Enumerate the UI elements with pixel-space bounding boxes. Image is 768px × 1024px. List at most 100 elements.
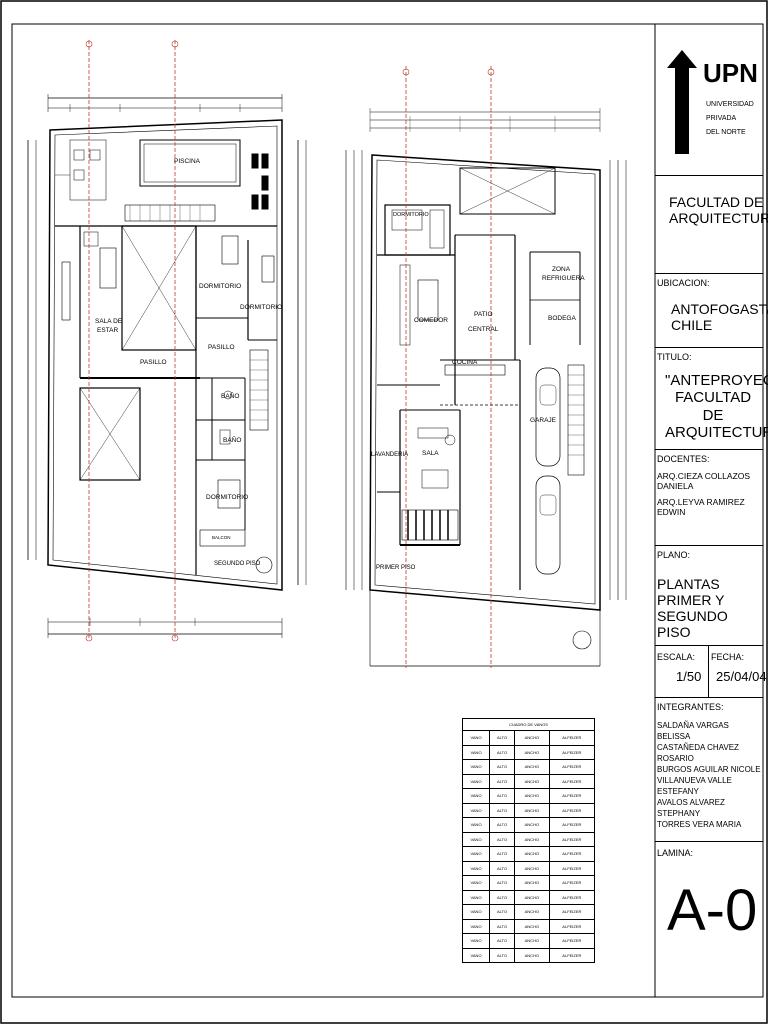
- room-label: BODEGA: [548, 315, 576, 322]
- schedule-cell: ALFEIZER: [548, 817, 596, 833]
- schedule-cell: ALTO: [489, 918, 515, 934]
- schedule-cell: ALTO: [489, 773, 515, 789]
- room-label: COCINA: [452, 359, 478, 366]
- room-label: LAVANDERIA: [371, 452, 408, 458]
- schedule-cell: ANCHO: [513, 947, 550, 963]
- schedule-cell: VANO: [461, 875, 491, 891]
- schedule-header-cell: VANO: [461, 730, 491, 746]
- integrante-name: AVALOS ALVAREZ STEPHANY: [657, 798, 725, 818]
- schedule-cell: VANO: [461, 860, 491, 876]
- plano-line: SEGUNDO PISO: [657, 608, 728, 641]
- room-label: SALA DE: [95, 318, 123, 325]
- schedule-cell: ALFEIZER: [548, 918, 596, 934]
- schedule-cell: ALTO: [489, 933, 515, 949]
- schedule-cell: ALTO: [489, 860, 515, 876]
- integrante-name: VILLANUEVA VALLE ESTEFANY: [657, 776, 732, 796]
- room-label: REFRIGUERA: [542, 275, 585, 282]
- schedule-cell: ANCHO: [513, 759, 550, 775]
- schedule-cell: VANO: [461, 904, 491, 920]
- integrante-name: TORRES VERA MARIA: [657, 820, 742, 829]
- schedule-cell: VANO: [461, 773, 491, 789]
- titulo-line: ARQUITECTURA": [665, 423, 768, 441]
- escala-label: ESCALA:: [657, 652, 696, 662]
- room-label: PASILLO: [140, 359, 167, 366]
- docente-name: ARQ.CIEZA COLLAZOS DANIELA: [657, 471, 751, 491]
- inner-border: [11, 23, 764, 998]
- schedule-cell: ALFEIZER: [548, 831, 596, 847]
- room-label: BAÑO: [223, 435, 241, 444]
- schedule-cell: ALTO: [489, 759, 515, 775]
- integrante-name: CASTAÑEDA CHAVEZ ROSARIO: [657, 743, 739, 763]
- title-block-plano: PLANO: PLANTAS PRIMER Y SEGUNDO PISO: [655, 546, 763, 646]
- schedule-cell: VANO: [461, 831, 491, 847]
- schedule-cell: ALTO: [489, 817, 515, 833]
- schedule-cell: ANCHO: [513, 875, 550, 891]
- title-block-integrantes: INTEGRANTES: SALDAÑA VARGAS BELISSA CAST…: [655, 698, 763, 842]
- second-floor-plan: [27, 40, 307, 642]
- room-label: DORMITORIO: [206, 494, 248, 501]
- schedule-cell: ANCHO: [513, 918, 550, 934]
- schedule-cell: ALFEIZER: [548, 802, 596, 818]
- plan-title: SEGUNDO PISO: [214, 561, 261, 567]
- titulo-line: "ANTEPROYECTO: [665, 372, 768, 389]
- schedule-cell: ALTO: [489, 875, 515, 891]
- fecha-label: FECHA:: [711, 652, 745, 662]
- room-label: CENTRAL: [468, 326, 499, 333]
- docentes-label: DOCENTES:: [657, 454, 710, 464]
- room-label: DORMITORIO: [393, 212, 429, 218]
- schedule-cell: ANCHO: [513, 788, 550, 804]
- schedule-header-cell: ALFEIZER: [548, 730, 596, 746]
- title-block-ubicacion: UBICACION: ANTOFOGASTA CHILE: [655, 274, 768, 348]
- schedule-cell: VANO: [461, 846, 491, 862]
- fecha-value: 25/04/04: [716, 669, 767, 684]
- room-label: ESTAR: [97, 327, 118, 334]
- room-label: PATIO: [474, 311, 493, 318]
- second-floor-labels: PISCINA SALA DE ESTAR DORMITORIO DORMITO…: [95, 158, 282, 567]
- ubicacion-line: ANTOFOGASTA: [671, 301, 768, 317]
- schedule-cell: ALFEIZER: [548, 773, 596, 789]
- logo-subtext: UNIVERSIDAD: [706, 101, 754, 108]
- room-label: GARAJE: [530, 417, 557, 424]
- schedule-cell: ANCHO: [513, 933, 550, 949]
- title-block-escala-fecha: ESCALA: 1/50 FECHA: 25/04/04: [655, 646, 767, 698]
- schedule-cell: ALFEIZER: [548, 889, 596, 905]
- room-label: BAÑO: [221, 391, 239, 400]
- schedule-cell: ALTO: [489, 788, 515, 804]
- schedule-cell: ALFEIZER: [548, 744, 596, 760]
- logo-subtext: PRIVADA: [706, 115, 737, 122]
- plano-line: PLANTAS PRIMER Y: [657, 576, 725, 609]
- integrante-name: BURGOS AGUILAR NICOLE: [657, 765, 761, 774]
- schedule-cell: ANCHO: [513, 773, 550, 789]
- ubicacion-label: UBICACION:: [657, 278, 710, 288]
- integrante-name: SALDAÑA VARGAS BELISSA: [657, 721, 729, 741]
- title-block-faculty: FACULTAD DE ARQUITECTURA: [655, 176, 768, 274]
- schedule-cell: ANCHO: [513, 860, 550, 876]
- schedule-cell: VANO: [461, 889, 491, 905]
- schedule-cell: VANO: [461, 759, 491, 775]
- schedule-title: CUADRO DE VANOS: [462, 718, 595, 730]
- room-label: PISCINA: [174, 158, 201, 165]
- schedule-cell: ALTO: [489, 904, 515, 920]
- first-floor-plan: [345, 66, 627, 668]
- room-label: SALA: [422, 450, 439, 457]
- schedule-header-cell: ALTO: [489, 730, 515, 746]
- plan-title: PRIMER PISO: [376, 565, 416, 571]
- logo-arrow-icon: [667, 50, 697, 154]
- schedule-cell: VANO: [461, 933, 491, 949]
- logo-text: UPN: [703, 58, 758, 88]
- schedule-cell: ALFEIZER: [548, 788, 596, 804]
- room-label: COMEDOR: [414, 317, 448, 324]
- faculty-line: FACULTAD DE: [669, 194, 764, 210]
- schedule-cell: ANCHO: [513, 802, 550, 818]
